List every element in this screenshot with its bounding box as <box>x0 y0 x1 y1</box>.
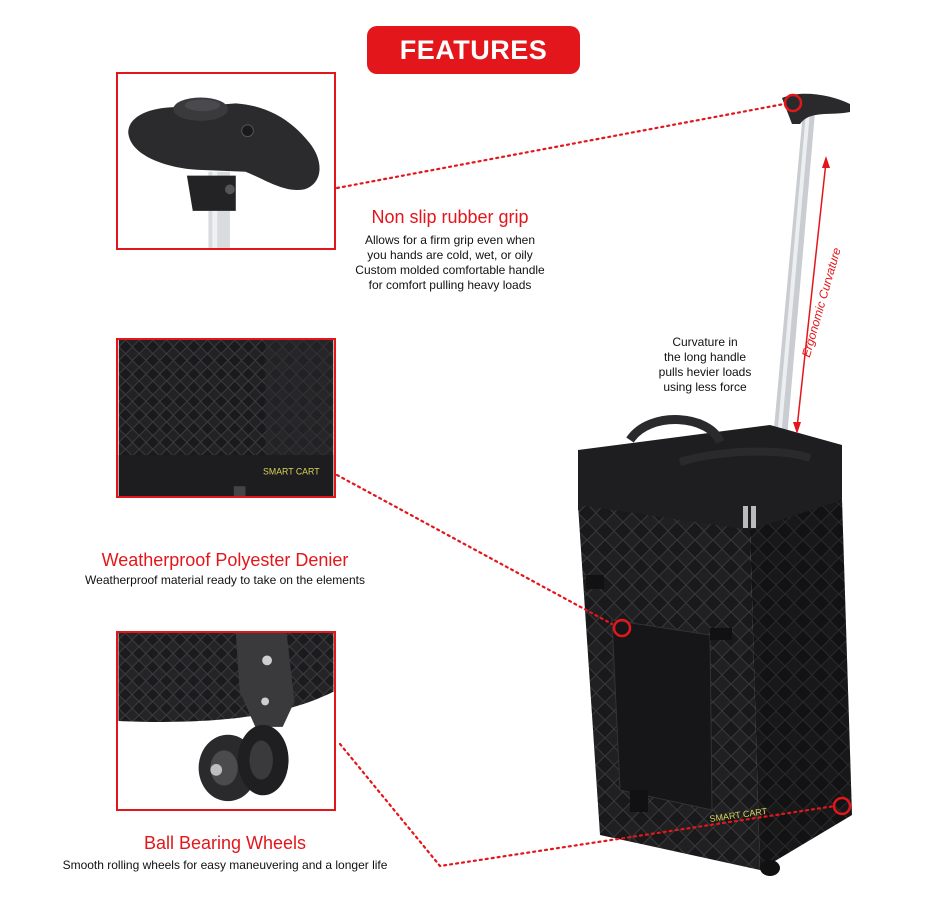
callout-circle-icon <box>612 618 632 638</box>
grip-desc-line: for comfort pulling heavy loads <box>368 278 532 292</box>
grip-title: Non slip rubber grip <box>371 207 529 227</box>
curvature-line: pulls hevier loads <box>658 365 752 379</box>
grip-illustration <box>118 74 334 248</box>
curvature-line: the long handle <box>663 350 747 364</box>
curvature-line: Curvature in <box>672 335 738 349</box>
fabric-desc-line: Weatherproof material ready to take on t… <box>85 573 365 587</box>
grip-desc-line: you hands are cold, wet, or oily <box>367 248 533 262</box>
callout-circle-icon <box>832 796 852 816</box>
fabric-connector-line <box>335 473 614 626</box>
wheels-photo <box>116 631 336 811</box>
grip-connector-line <box>335 102 786 190</box>
wheels-title: Ball Bearing Wheels <box>143 833 307 853</box>
grip-photo <box>116 72 336 250</box>
curvature-line: using less force <box>663 380 747 394</box>
grip-desc-line: Custom molded comfortable handle <box>355 263 545 277</box>
wheels-illustration <box>118 633 334 809</box>
fabric-photo: SMART CART <box>116 338 336 498</box>
callout-circle-icon <box>783 93 803 113</box>
fabric-illustration: SMART CART <box>118 340 334 496</box>
features-title: FEATURES <box>399 34 548 65</box>
wheels-description: Smooth rolling wheels for easy maneuveri… <box>40 858 410 873</box>
cart-illustration: SMART CART <box>578 93 852 876</box>
fabric-title: Weatherproof Polyester Denier <box>101 550 349 570</box>
fabric-logo: SMART CART <box>263 467 320 477</box>
wheels-connector-line <box>338 742 837 868</box>
grip-description: Allows for a firm grip even when you han… <box>330 233 570 293</box>
curvature-arrow <box>793 156 830 434</box>
fabric-description: Weatherproof material ready to take on t… <box>60 573 390 588</box>
curvature-note: Curvature in the long handle pulls hevie… <box>640 335 770 395</box>
wheels-desc-line: Smooth rolling wheels for easy maneuveri… <box>62 858 388 872</box>
grip-desc-line: Allows for a firm grip even when <box>364 233 536 247</box>
features-header: FEATURES <box>367 26 580 74</box>
